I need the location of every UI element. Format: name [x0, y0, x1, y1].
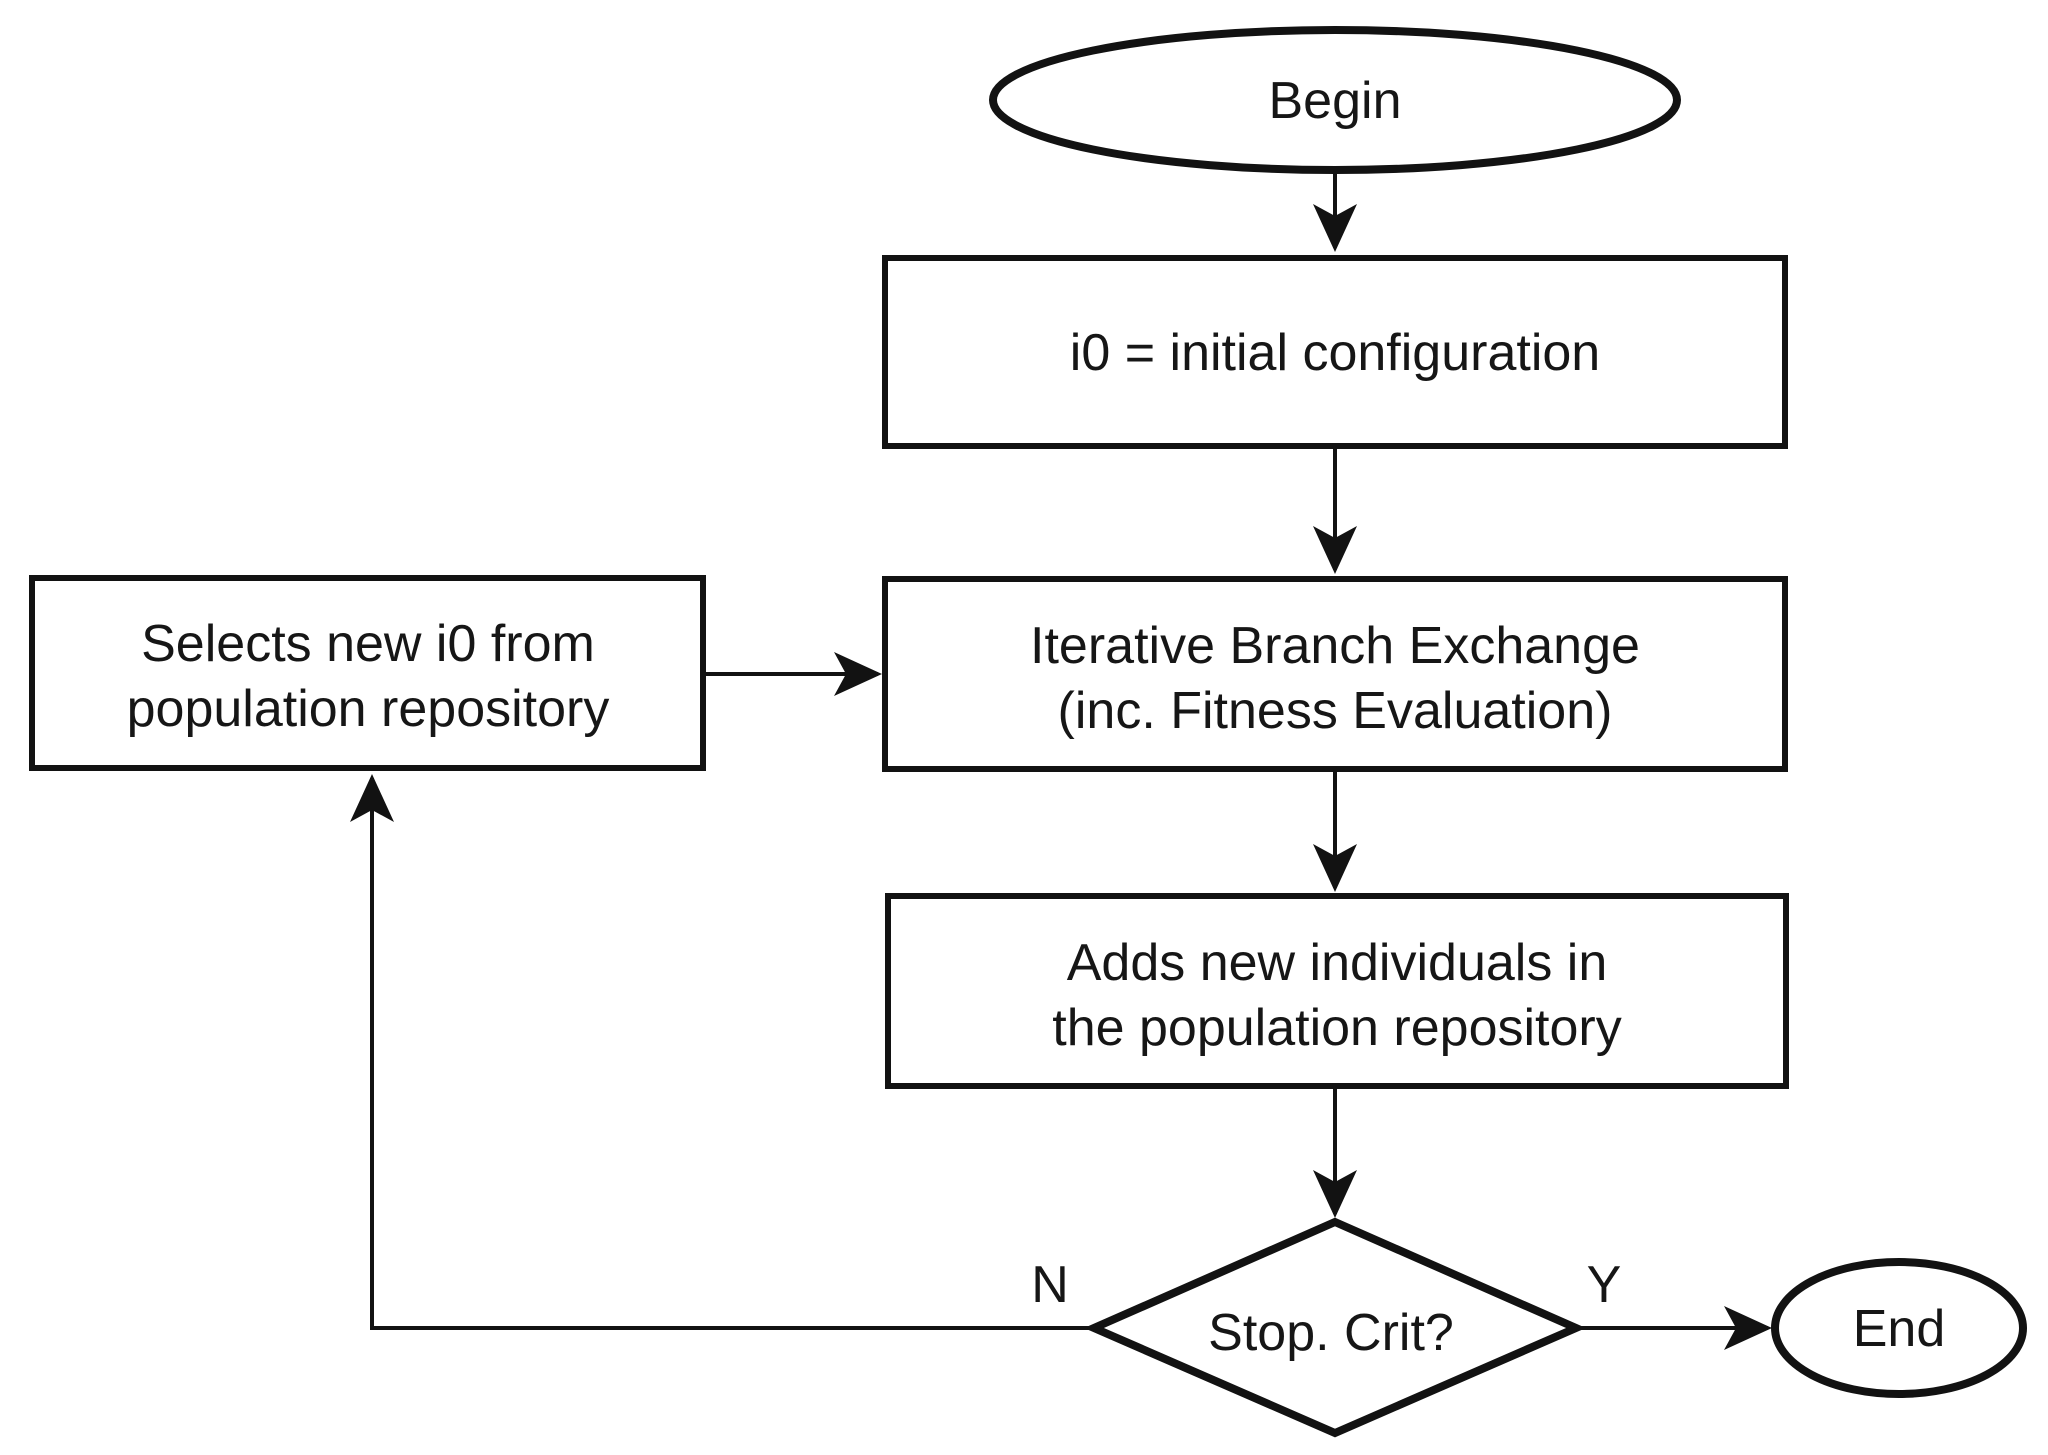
stop-criterion-label: Stop. Crit?: [1208, 1304, 1454, 1362]
begin-ellipse: [989, 26, 1681, 174]
edge-decision-no-loop: [350, 774, 1094, 1330]
decision-no-label: N: [1031, 1256, 1069, 1314]
stop-criterion-diamond: [1084, 1217, 1586, 1438]
add-individuals-box: [885, 893, 1789, 1089]
branch-exchange-label-line2: (inc. Fitness Evaluation): [1058, 682, 1613, 740]
add-individuals-label-line2: the population repository: [1052, 999, 1622, 1057]
node-init-config: i0 = initial configuration: [882, 255, 1788, 449]
node-stop-criterion: Stop. Crit?: [1084, 1217, 1586, 1438]
add-individuals-label-line1: Adds new individuals in: [1067, 934, 1608, 992]
end-ellipse: [1771, 1258, 2027, 1398]
init-config-box: [882, 255, 1788, 449]
branch-exchange-box: [882, 576, 1788, 772]
select-new-label-line2: population repository: [127, 680, 610, 738]
select-new-label-line1: Selects new i0 from: [141, 615, 595, 673]
begin-label: Begin: [1269, 72, 1402, 130]
init-config-label: i0 = initial configuration: [1070, 324, 1600, 382]
node-branch-exchange: Iterative Branch Exchange (inc. Fitness …: [882, 576, 1788, 772]
decision-yes-label: Y: [1587, 1256, 1622, 1314]
node-end: End: [1771, 1258, 2027, 1398]
node-select-new: Selects new i0 from population repositor…: [29, 575, 706, 771]
node-add-individuals: Adds new individuals in the population r…: [885, 893, 1789, 1089]
node-begin: Begin: [989, 26, 1681, 174]
select-new-box: [29, 575, 706, 771]
end-label: End: [1853, 1300, 1946, 1358]
branch-exchange-label-line1: Iterative Branch Exchange: [1030, 617, 1640, 675]
